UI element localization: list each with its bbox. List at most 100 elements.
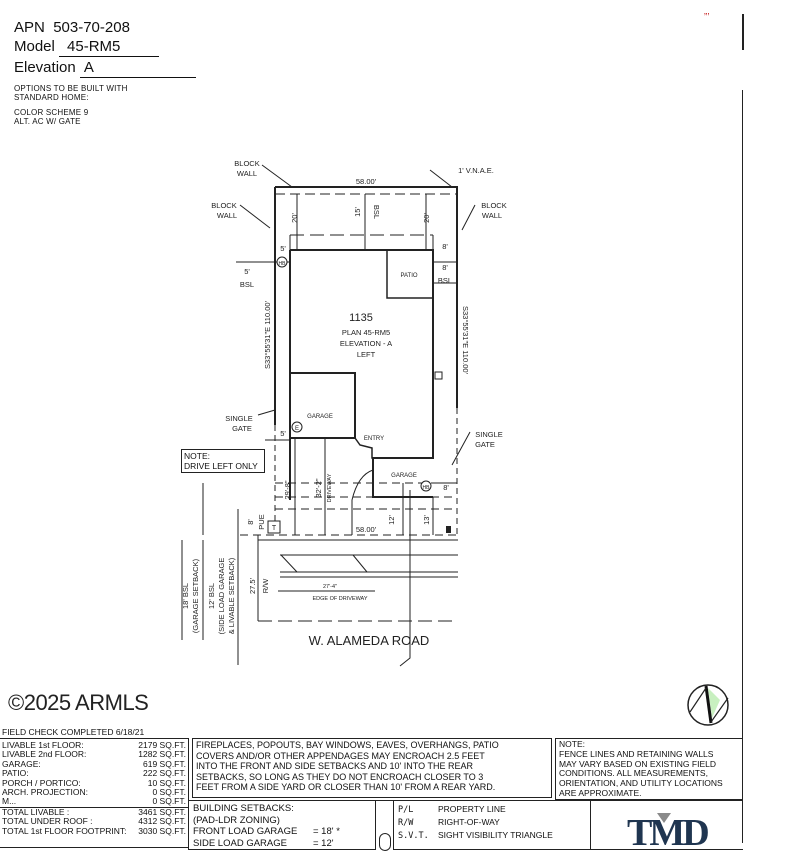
area-label: GARAGE:	[2, 758, 41, 769]
area-row: PATIO:222 SQ.FT.	[0, 768, 188, 779]
lot-line-front-sides	[274, 408, 458, 535]
label-rw: R/W	[261, 578, 270, 594]
symbol-icon	[379, 833, 391, 851]
road-leader	[399, 490, 411, 667]
label-side-8-bsl: 8'	[442, 263, 448, 272]
area-value: 1282 SQ.FT.	[138, 749, 186, 760]
fence-note-line: FENCE LINES AND RETAINING WALLS	[559, 748, 714, 759]
label-t: T	[272, 525, 277, 532]
encroach-line: SETBACKS, SO LONG AS THEY DO NOT ENCROAC…	[196, 771, 484, 782]
area-table: LIVABLE 1st FLOOR:2179 SQ.FT. LIVABLE 2n…	[0, 738, 189, 848]
label-block-wall-left: BLOCK	[211, 201, 236, 210]
label-rear-width: 58.00'	[356, 177, 377, 186]
label-rear-15: 15'	[353, 207, 362, 217]
side-load-value: = 12'	[313, 837, 334, 849]
frame-line	[742, 90, 743, 843]
label-dim-29-8: 29'-8"	[283, 480, 292, 499]
label-hb: HB	[279, 261, 287, 267]
label-dim-8: 8'	[246, 519, 255, 525]
plan-handing: LEFT	[357, 350, 376, 359]
area-row: GARAGE:619 SQ.FT.	[0, 758, 188, 769]
area-row: LIVABLE 1st FLOOR: 2179 SQ.FT.	[0, 740, 188, 750]
area-value: 2179 SQ.FT.	[138, 740, 186, 750]
field-check-date: FIELD CHECK COMPLETED 6/18/21	[2, 727, 145, 737]
fence-note-line: ARE APPROXIMATE.	[559, 787, 642, 798]
label-garage-setback: (GARAGE SETBACK)	[191, 558, 200, 633]
north-arrow-icon	[687, 684, 729, 726]
elevation-value: A	[79, 58, 196, 78]
area-label: ARCH. PROJECTION:	[2, 787, 88, 798]
area-label: LIVABLE 1st FLOOR:	[2, 740, 84, 750]
label-vnae: 1' V.N.A.E.	[458, 166, 494, 175]
area-row: TOTAL 1st FLOOR FOOTPRINT:3030 SQ.FT.	[0, 825, 188, 836]
label-bsl-12: 12' BSL	[207, 583, 216, 609]
legend-meaning: SIGHT VISIBILITY TRIANGLE	[438, 830, 553, 840]
label-rear-bsl: BSL	[372, 205, 381, 219]
setbacks-title: BUILDING SETBACKS:	[193, 803, 294, 814]
options-title-2: STANDARD HOME:	[14, 93, 89, 102]
fence-note-line: ORIENTATION, AND UTILITY LOCATIONS	[559, 778, 723, 789]
label-garage-2: GARAGE	[391, 473, 417, 479]
legend-item: P/L PROPERTY LINE	[398, 803, 586, 816]
area-label: TOTAL 1st FLOOR FOOTPRINT:	[2, 825, 127, 836]
fence-note-line: MAY VARY BASED ON EXISTING FIELD	[559, 758, 716, 769]
label-block-wall-right: BLOCK	[481, 201, 506, 210]
legend-abbr: R/W	[398, 818, 414, 828]
area-value: 0 SQ.FT.	[152, 787, 186, 798]
options-block: OPTIONS TO BE BUILT WITH STANDARD HOME: …	[14, 84, 128, 126]
house-outline	[289, 249, 434, 498]
plan-name: PLAN 45-RM5	[342, 328, 390, 337]
area-value: 0 SQ.FT.	[152, 796, 186, 807]
area-row: TOTAL UNDER ROOF :4312 SQ.FT.	[0, 816, 188, 827]
fence-note-line: CONDITIONS. ALL MEASUREMENTS,	[559, 768, 708, 779]
fence-note-title: NOTE:	[559, 739, 585, 749]
front-load-value: = 18' *	[313, 826, 340, 837]
logo-accent-icon	[657, 813, 671, 823]
label-rear-20-left: 20'	[290, 213, 299, 223]
label-side-5-bottom: 5'	[280, 429, 286, 438]
label-pue: PUE	[257, 514, 266, 529]
label-dim-13: 13'	[422, 515, 431, 525]
label-block-wall-left-2: WALL	[217, 211, 237, 220]
encroach-line: COVERS AND/OR OTHER APPENDAGES MAY ENCRO…	[196, 750, 485, 761]
watermark: ©2025 ARMLS	[8, 690, 149, 715]
drive-left-note: NOTE: DRIVE LEFT ONLY	[181, 449, 265, 473]
apn-label: APN	[14, 19, 45, 36]
area-row: M... 0 SQ.FT.	[0, 796, 188, 808]
utility-box-icon	[446, 526, 451, 533]
label-block-wall-top: BLOCK	[234, 159, 259, 168]
option-color-scheme: COLOR SCHEME 9	[14, 108, 89, 117]
label-right-bearing: S33°55'31"E 110.00'	[461, 306, 470, 375]
area-row: TOTAL LIVABLE :3461 SQ.FT.	[0, 807, 188, 817]
area-label: M...	[2, 796, 17, 807]
label-livable-setback: & LIVABLE SETBACK)	[227, 557, 236, 634]
street-name: W. ALAMEDA ROAD	[309, 633, 430, 648]
area-value: 222 SQ.FT.	[143, 768, 186, 779]
divider	[376, 800, 393, 851]
side-load-label: SIDE LOAD GARAGE	[193, 837, 287, 849]
area-value: 4312 SQ.FT.	[138, 816, 186, 827]
frame-line-top	[742, 14, 744, 50]
label-driveway: DRIVEWAY	[327, 473, 333, 502]
label-dim-32-2: 32'-2"	[314, 478, 323, 497]
electric-meter-icon	[291, 421, 303, 433]
label-side-5: 5'	[280, 244, 286, 253]
transformer-icon	[267, 520, 281, 534]
legend-abbr: P/L	[398, 805, 414, 815]
label-bsl-18: 18' BSL	[181, 583, 190, 609]
setback-side-load: SIDE LOAD GARAGE = 12'	[193, 838, 371, 850]
hose-bib-icon	[276, 256, 288, 268]
label-block-wall-top-2: WALL	[237, 169, 257, 178]
fence-note: NOTE: FENCE LINES AND RETAINING WALLS MA…	[555, 738, 743, 800]
area-label: PORCH / PORTICO:	[2, 777, 81, 788]
label-single-gate-left: SINGLE	[225, 414, 253, 423]
label-e: E	[295, 426, 299, 432]
label-edge-of-driveway: EDGE OF DRIVEWAY	[312, 596, 367, 602]
apn: APN 503-70-208	[14, 18, 130, 37]
setback-front-load: FRONT LOAD GARAGE= 18' *	[193, 826, 371, 838]
ac-unit-icon	[434, 371, 443, 380]
legend-meaning: PROPERTY LINE	[438, 804, 506, 814]
lot-number: 1135	[349, 312, 373, 324]
